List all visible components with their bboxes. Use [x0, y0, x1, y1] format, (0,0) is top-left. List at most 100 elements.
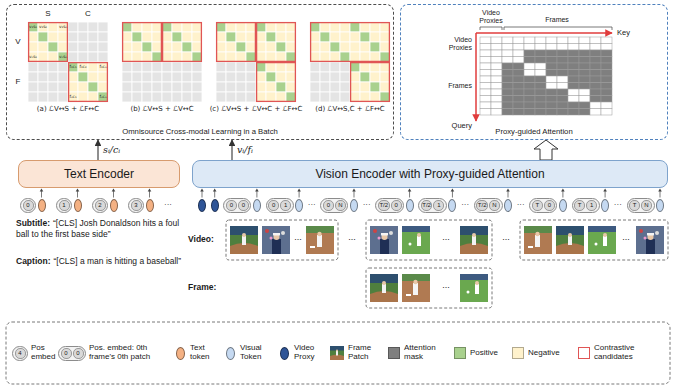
video-frame: [402, 226, 430, 254]
contrastive-outline: [29, 23, 68, 62]
legend-box: [6, 322, 670, 384]
attention-cell: [590, 63, 601, 70]
token-arrowhead: [255, 189, 259, 192]
attention-cell: [491, 76, 502, 83]
token-arrowhead: [561, 189, 565, 192]
contrastive-outline: [257, 63, 296, 102]
attention-axis-label: Query: [452, 122, 472, 130]
key-arrow: [476, 32, 612, 34]
attention-cell: [546, 109, 557, 116]
token-arrow: [299, 191, 300, 198]
pos-embed-pill: 01: [266, 198, 294, 213]
pos-embed-pill: T0: [529, 198, 557, 213]
matrix-cell: [152, 62, 162, 72]
ellipsis: ...: [348, 233, 356, 243]
attention-cell: [601, 57, 612, 64]
matrix-cell-label: fₙc₁: [69, 95, 76, 100]
token: [406, 199, 414, 212]
attention-cell: [491, 70, 502, 77]
attention-cell: [502, 89, 513, 96]
attention-cell: [568, 96, 579, 103]
attention-cell: [601, 44, 612, 51]
matrix-cell: [266, 62, 276, 72]
attention-cell: [557, 89, 568, 96]
attention-cell: [491, 63, 502, 70]
ellipsis: ...: [294, 233, 302, 243]
token-arrowhead: [213, 189, 217, 192]
attention-cell: [557, 37, 568, 44]
attention-cell: [491, 44, 502, 51]
matrix-cell: [350, 42, 360, 52]
matrix-cell: [350, 52, 360, 62]
matrix-cell: [350, 22, 360, 32]
attention-cell: [601, 96, 612, 103]
matrix-cell: [38, 92, 48, 102]
matrix-cell-label: f₁c₁: [69, 65, 76, 70]
matrix-cell: [172, 82, 182, 92]
matrix-cell: [360, 22, 370, 32]
matrix-cell: [78, 52, 88, 62]
legend-text: Video Proxy: [294, 344, 326, 362]
video-frame: [370, 226, 398, 254]
attention-cell: [546, 83, 557, 90]
pos-embed-pill: 1: [56, 198, 72, 213]
hollow-arrow: [534, 140, 558, 160]
attention-cell: [513, 83, 524, 90]
matrix-cell: [172, 72, 182, 82]
attention-cell: [601, 89, 612, 96]
matrix-cell: [276, 82, 286, 92]
matrix-cell: [226, 22, 236, 32]
matrix-cell: [48, 72, 58, 82]
contrastive-outline: [163, 23, 202, 62]
matrix-cell: [68, 82, 78, 92]
matrix-cell: [132, 92, 142, 102]
legend-frame-patch: [330, 346, 344, 360]
matrix-cell: [370, 62, 380, 72]
matrix-cell: [28, 82, 38, 92]
matrix-cell: [58, 32, 68, 42]
token: [656, 199, 664, 212]
attention-cell: [590, 89, 601, 96]
matrix-cell: [78, 22, 88, 32]
attention-cell: [513, 37, 524, 44]
matrix-cell: [370, 52, 380, 62]
matrix-cell: [310, 62, 320, 72]
matrix-cell: [152, 72, 162, 82]
loss-caption: (d) ℒV↔S,C + ℒF↔C: [315, 106, 385, 114]
attention-cell: [579, 83, 590, 90]
token-arrow: [41, 191, 42, 198]
attention-cell: [579, 102, 590, 109]
matrix-cell: [98, 62, 108, 72]
attention-cell: [590, 44, 601, 51]
attention-cell: [513, 70, 524, 77]
matrix-cell: [246, 82, 256, 92]
attention-cell: [590, 70, 601, 77]
matrix-cell: [286, 52, 296, 62]
matrix-cell: [182, 62, 192, 72]
matrix-cell: [360, 92, 370, 102]
attention-cell: [579, 44, 590, 51]
matrix-cell: [256, 92, 266, 102]
encoder-name: Text Encoder: [64, 167, 134, 181]
matrix-cell: [266, 72, 276, 82]
ellipsis: ···: [461, 201, 469, 210]
matrix-cell: [48, 62, 58, 72]
token-arrow: [214, 191, 215, 198]
attention-cell: [557, 109, 568, 116]
attention-cell: [557, 63, 568, 70]
ellipsis: ...: [442, 281, 450, 291]
matrix-cell: [38, 42, 48, 52]
ellipsis: ···: [363, 201, 371, 210]
matrix-cell: [68, 32, 78, 42]
matrix-cell: [58, 92, 68, 102]
matrix-cell: [48, 82, 58, 92]
matrix-cell: [192, 52, 202, 62]
matrix-cell: [286, 72, 296, 82]
text-source-label: Subtitle:: [16, 218, 50, 228]
matrix-cell: [58, 52, 68, 62]
matrix-cell: [162, 72, 172, 82]
input-row-label: Frame:: [188, 283, 216, 292]
pos-index: T: [532, 200, 543, 211]
attention-cell: [535, 37, 546, 44]
pos-embed-pill: 3: [128, 198, 144, 213]
